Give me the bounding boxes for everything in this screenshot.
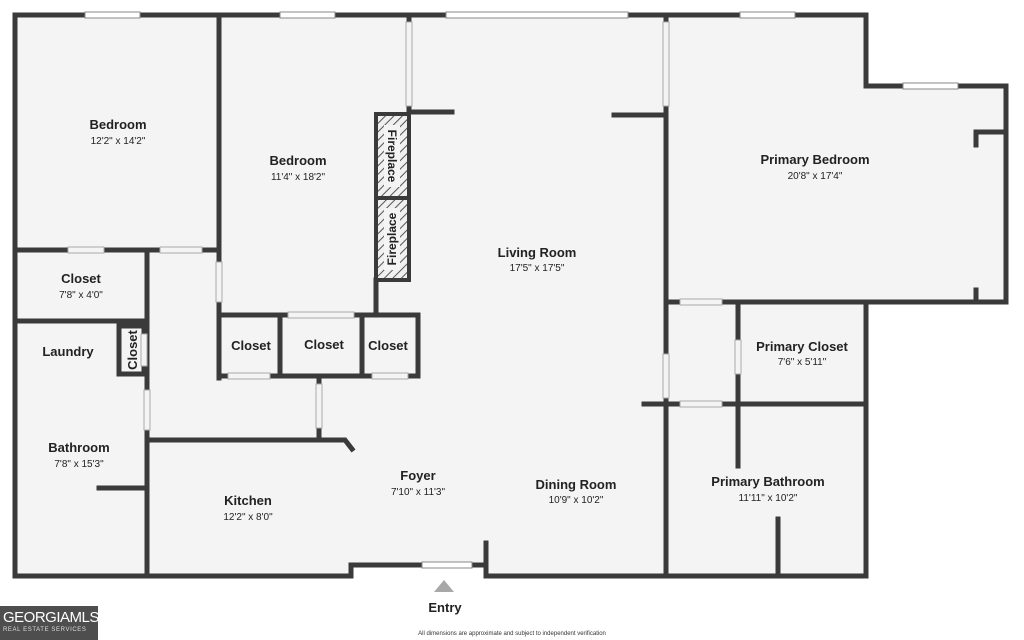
door-opening xyxy=(679,298,723,306)
door-opening xyxy=(405,21,413,107)
room-dims: 20'8" x 17'4" xyxy=(788,171,843,182)
room-dims: 11'4" x 18'2" xyxy=(271,172,326,183)
room-name: Bedroom xyxy=(89,117,146,132)
door-opening xyxy=(662,21,670,107)
room-name: Living Room xyxy=(498,245,577,260)
georgiamls-logo: GEORGIAMLS REAL ESTATE SERVICES xyxy=(0,606,99,640)
window xyxy=(279,11,336,19)
door-opening xyxy=(287,311,355,319)
room-name: Dining Room xyxy=(536,477,617,492)
room-name: Closet xyxy=(61,271,101,286)
room-name: Primary Bathroom xyxy=(711,474,824,489)
fireplace-label-lower: Fireplace xyxy=(385,212,399,265)
window xyxy=(421,561,473,569)
room-dims: 7'8" x 4'0" xyxy=(59,290,103,301)
room-dims: 10'9" x 10'2" xyxy=(549,495,604,506)
room-name: Closet xyxy=(125,329,140,369)
door-opening xyxy=(67,246,105,254)
disclaimer: All dimensions are approximate and subje… xyxy=(418,631,606,637)
door-opening xyxy=(315,383,323,429)
door-opening xyxy=(662,353,670,399)
logo-tagline: REAL ESTATE SERVICES xyxy=(3,627,87,633)
door-opening xyxy=(371,372,409,380)
room-name: Closet xyxy=(231,338,271,353)
door-opening xyxy=(734,339,742,375)
room-dims: 7'6" x 5'11" xyxy=(778,357,827,368)
room-name: Closet xyxy=(304,337,344,352)
room-name: Laundry xyxy=(42,344,94,359)
windows xyxy=(84,11,959,569)
entry-arrow-icon xyxy=(434,580,454,592)
room-dims: 17'5" x 17'5" xyxy=(510,263,565,274)
fireplaces: Fireplace Fireplace xyxy=(374,112,411,282)
entry-label: Entry xyxy=(428,600,462,615)
room-dims: 7'8" x 15'3" xyxy=(54,459,104,470)
door-openings xyxy=(67,21,742,431)
room-name: Primary Bedroom xyxy=(760,152,869,167)
door-opening xyxy=(140,333,148,367)
room-dims: 7'10" x 11'3" xyxy=(391,487,446,498)
room-name: Primary Closet xyxy=(756,339,848,354)
fireplace-label-upper: Fireplace xyxy=(385,130,399,183)
door-opening xyxy=(227,372,271,380)
room-dims: 11'11" x 10'2" xyxy=(739,493,798,504)
logo-brand: GEORGIAMLS xyxy=(3,609,99,626)
door-opening xyxy=(215,261,223,303)
window xyxy=(739,11,796,19)
door-opening xyxy=(143,389,151,431)
window xyxy=(902,82,959,90)
window xyxy=(445,11,629,19)
room-name: Bathroom xyxy=(48,440,109,455)
room-name: Closet xyxy=(368,338,408,353)
room-labels: Bedroom 12'2" x 14'2" Bedroom 11'4" x 18… xyxy=(42,117,869,523)
room-dims: 12'2" x 8'0" xyxy=(223,512,273,523)
room-name: Kitchen xyxy=(224,493,272,508)
room-name: Foyer xyxy=(400,468,435,483)
floor-area xyxy=(15,15,1006,576)
door-opening xyxy=(679,400,723,408)
room-dims: 12'2" x 14'2" xyxy=(91,136,146,147)
door-opening xyxy=(159,246,203,254)
window xyxy=(84,11,141,19)
room-name: Bedroom xyxy=(269,153,326,168)
